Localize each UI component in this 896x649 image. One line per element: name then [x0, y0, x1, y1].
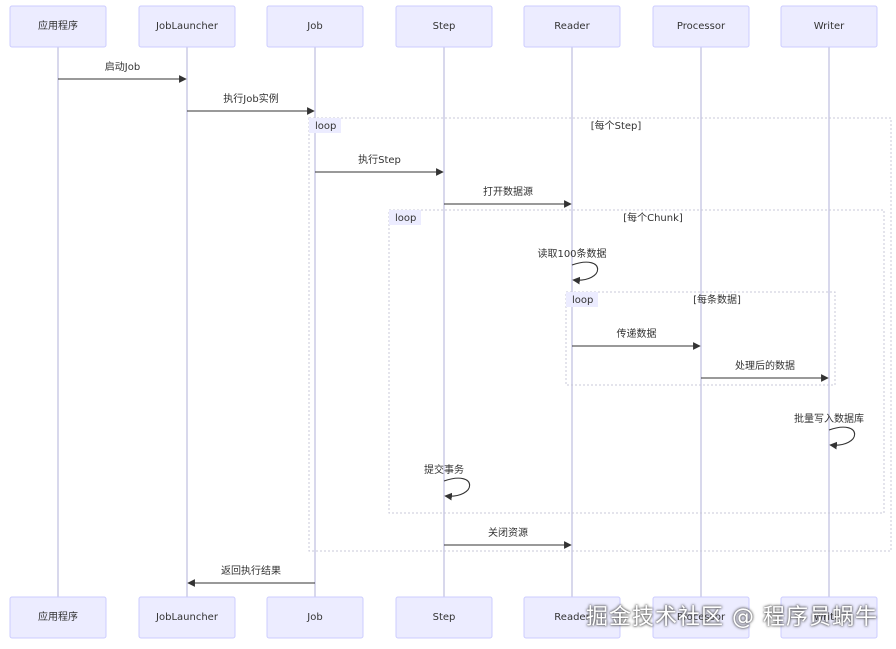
message-9: 关闭资源 [444, 526, 572, 549]
actor-bottom-0: 应用程序 [9, 596, 107, 639]
loop-frame-step: loop [每个Step] [308, 117, 892, 552]
message-label: 批量写入数据库 [794, 412, 864, 425]
loop-condition: [每条数据] [693, 293, 741, 306]
actor-top-2: Job [266, 5, 364, 48]
actor-box [266, 596, 364, 639]
actor-box [9, 596, 107, 639]
actor-bottom-3: Step [395, 596, 493, 639]
actor-bottom-2: Job [266, 596, 364, 639]
actor-label: Step [433, 612, 456, 623]
message-2: 执行Step [315, 153, 444, 176]
actor-box [652, 596, 750, 639]
actor-box [395, 596, 493, 639]
actor-label: JobLauncher [155, 612, 219, 623]
actor-label: Processor [677, 21, 726, 32]
loop-label: loop [315, 121, 336, 132]
message-label: 传递数据 [617, 327, 657, 340]
message-3: 打开数据源 [444, 185, 572, 208]
loop-label: loop [395, 213, 416, 224]
self-message-arrow [828, 426, 856, 450]
actor-label: Writer [814, 21, 845, 32]
actor-box [780, 5, 878, 48]
message-0: 启动Job [58, 60, 187, 83]
message-4: 读取100条数据 [537, 247, 607, 285]
loop-frame-record: loop [每条数据] [565, 291, 836, 386]
actor-top-4: Reader [523, 5, 621, 48]
loop-frame-chunk: loop [每个Chunk] [388, 209, 885, 514]
actor-bottom-5: Processor [652, 596, 750, 639]
actor-box [652, 5, 750, 48]
actor-label: 应用程序 [38, 610, 78, 623]
message-label: 启动Job [105, 60, 140, 73]
message-10: 返回执行结果 [187, 564, 315, 587]
message-label: 执行Job实例 [223, 92, 278, 105]
message-label: 读取100条数据 [537, 247, 606, 260]
actor-box [523, 5, 621, 48]
actor-top-1: JobLauncher [138, 5, 236, 48]
actor-box [523, 596, 621, 639]
actor-bottom-4: Reader [523, 596, 621, 639]
message-label: 打开数据源 [483, 185, 533, 198]
actor-box [138, 5, 236, 48]
lifelines [57, 47, 830, 597]
actor-label: JobLauncher [155, 21, 219, 32]
actor-label: Processor [677, 612, 726, 623]
actor-top-3: Step [395, 5, 493, 48]
actor-label: Reader [554, 612, 590, 623]
loop-condition: [每个Chunk] [623, 211, 683, 224]
message-5: 传递数据 [572, 327, 701, 350]
message-label: 执行Step [358, 153, 401, 166]
actor-top-0: 应用程序 [9, 5, 107, 48]
loop-frames: loop [每个Step] loop [每个Chunk] loop [每条数据] [308, 117, 892, 552]
actors: 应用程序应用程序JobLauncherJobLauncherJobJobStep… [9, 5, 878, 639]
actor-label: 应用程序 [38, 19, 78, 32]
actor-label: Step [433, 21, 456, 32]
actor-top-6: Writer [780, 5, 878, 48]
self-message-arrow [571, 261, 599, 285]
actor-box [780, 596, 878, 639]
loop-label: loop [572, 295, 593, 306]
message-7: 批量写入数据库 [794, 412, 864, 450]
message-label: 提交事务 [424, 463, 464, 476]
actor-box [9, 5, 107, 48]
actor-box [266, 5, 364, 48]
actor-top-5: Processor [652, 5, 750, 48]
actor-bottom-1: JobLauncher [138, 596, 236, 639]
message-6: 处理后的数据 [701, 359, 829, 382]
actor-box [138, 596, 236, 639]
self-message-arrow [443, 477, 471, 501]
loop-condition: [每个Step] [591, 119, 642, 132]
watermark: 掘金技术社区 @ 程序员蜗牛 [586, 605, 878, 630]
message-1: 执行Job实例 [187, 92, 315, 115]
actor-label: Job [306, 21, 322, 32]
actor-label: Reader [554, 21, 590, 32]
message-label: 关闭资源 [488, 526, 528, 539]
actor-bottom-6: Writer [780, 596, 878, 639]
message-label: 返回执行结果 [221, 564, 281, 577]
actor-box [395, 5, 493, 48]
actor-label: Job [306, 612, 322, 623]
actor-label: Writer [814, 612, 845, 623]
message-label: 处理后的数据 [735, 359, 795, 372]
message-8: 提交事务 [424, 463, 471, 501]
